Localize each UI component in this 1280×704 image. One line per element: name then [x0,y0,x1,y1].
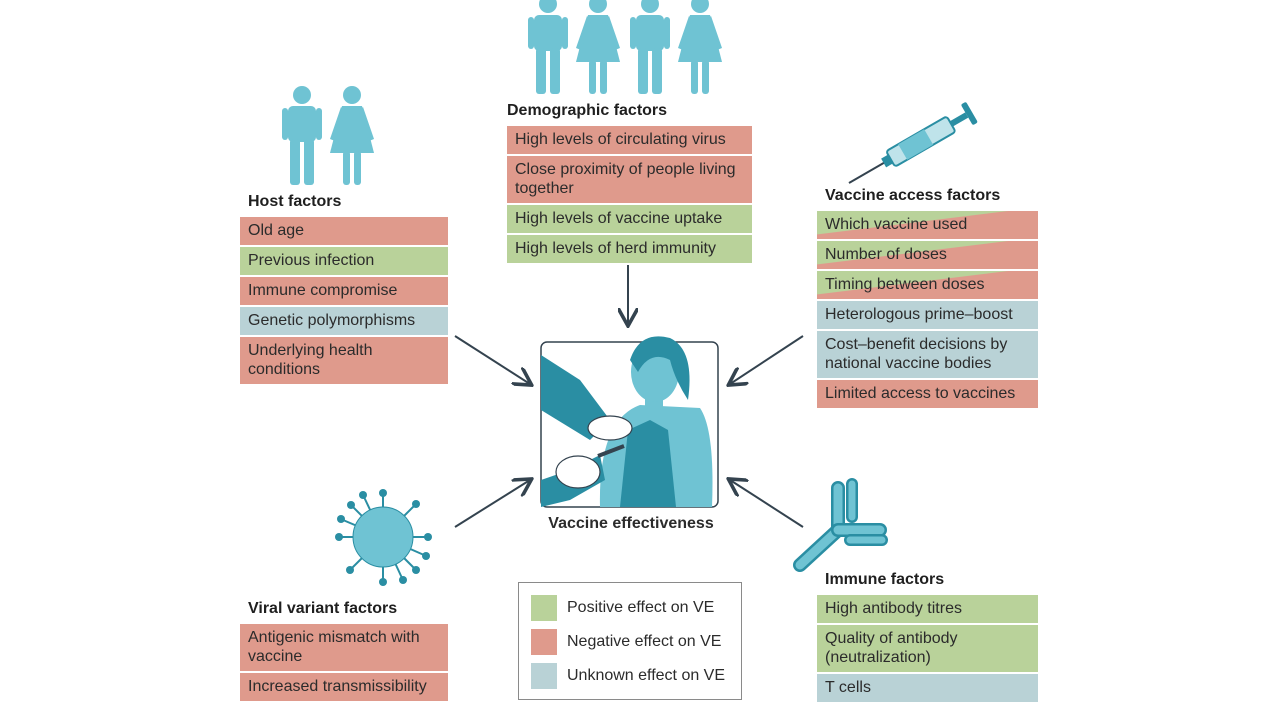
host-people-icon [282,86,374,185]
list-item: Increased transmissibility [240,673,448,703]
list-item: High antibody titres [817,595,1038,625]
legend-positive: Positive effect on VE [531,595,714,621]
list-item: Heterologous prime–boost [817,301,1038,331]
virus-icon [335,489,432,586]
list-item: Timing between doses [817,271,1038,301]
host-list: Old age Previous infection Immune compro… [240,217,448,386]
demographic-factors: Demographic factors High levels of circu… [507,102,752,265]
demographic-list: High levels of circulating virus Close p… [507,126,752,265]
viral-list: Antigenic mismatch with vaccine Increase… [240,624,448,703]
list-item: High levels of herd immunity [507,235,752,265]
list-item: Previous infection [240,247,448,277]
vaccination-illustration [540,336,719,508]
list-item: Cost–benefit decisions by national vacci… [817,331,1038,380]
legend-swatch-negative [531,629,557,655]
immune-heading: Immune factors [825,571,945,588]
list-item: Limited access to vaccines [817,380,1038,410]
legend-unknown: Unknown effect on VE [531,663,725,689]
vaccine-access-heading: Vaccine access factors [825,187,1001,204]
legend-label: Positive effect on VE [567,599,715,616]
host-heading: Host factors [248,193,342,210]
syringe-icon [848,102,978,184]
list-item: Genetic polymorphisms [240,307,448,337]
list-item: Number of doses [817,241,1038,271]
vaccine-access-factors: Vaccine access factors Which vaccine use… [817,187,1038,410]
host-factors: Host factors Old age Previous infection … [240,193,448,386]
antibody-icon [793,478,888,572]
immune-factors: Immune factors High antibody titres Qual… [817,571,1038,704]
list-item: Old age [240,217,448,247]
vaccine-access-list: Which vaccine used Number of doses Timin… [817,211,1038,410]
list-item: High levels of circulating virus [507,126,752,156]
viral-variant-factors: Viral variant factors Antigenic mismatch… [240,600,448,703]
list-item: Which vaccine used [817,211,1038,241]
list-item: High levels of vaccine uptake [507,205,752,235]
center-label: Vaccine effectiveness [548,515,714,532]
legend-label: Unknown effect on VE [567,667,726,684]
list-item: Underlying health conditions [240,337,448,386]
list-item: Antigenic mismatch with vaccine [240,624,448,673]
list-item: Close proximity of people living togethe… [507,156,752,205]
immune-list: High antibody titres Quality of antibody… [817,595,1038,704]
legend-swatch-unknown [531,663,557,689]
viral-heading: Viral variant factors [248,600,398,617]
people-group-icon [528,0,722,94]
legend-negative: Negative effect on VE [531,629,721,655]
arrows [454,265,804,528]
legend-swatch-positive [531,595,557,621]
list-item: Immune compromise [240,277,448,307]
legend: Positive effect on VE Negative effect on… [518,582,742,700]
legend-label: Negative effect on VE [567,633,722,650]
list-item: Quality of antibody (neutralization) [817,625,1038,674]
demographic-heading: Demographic factors [507,102,668,119]
